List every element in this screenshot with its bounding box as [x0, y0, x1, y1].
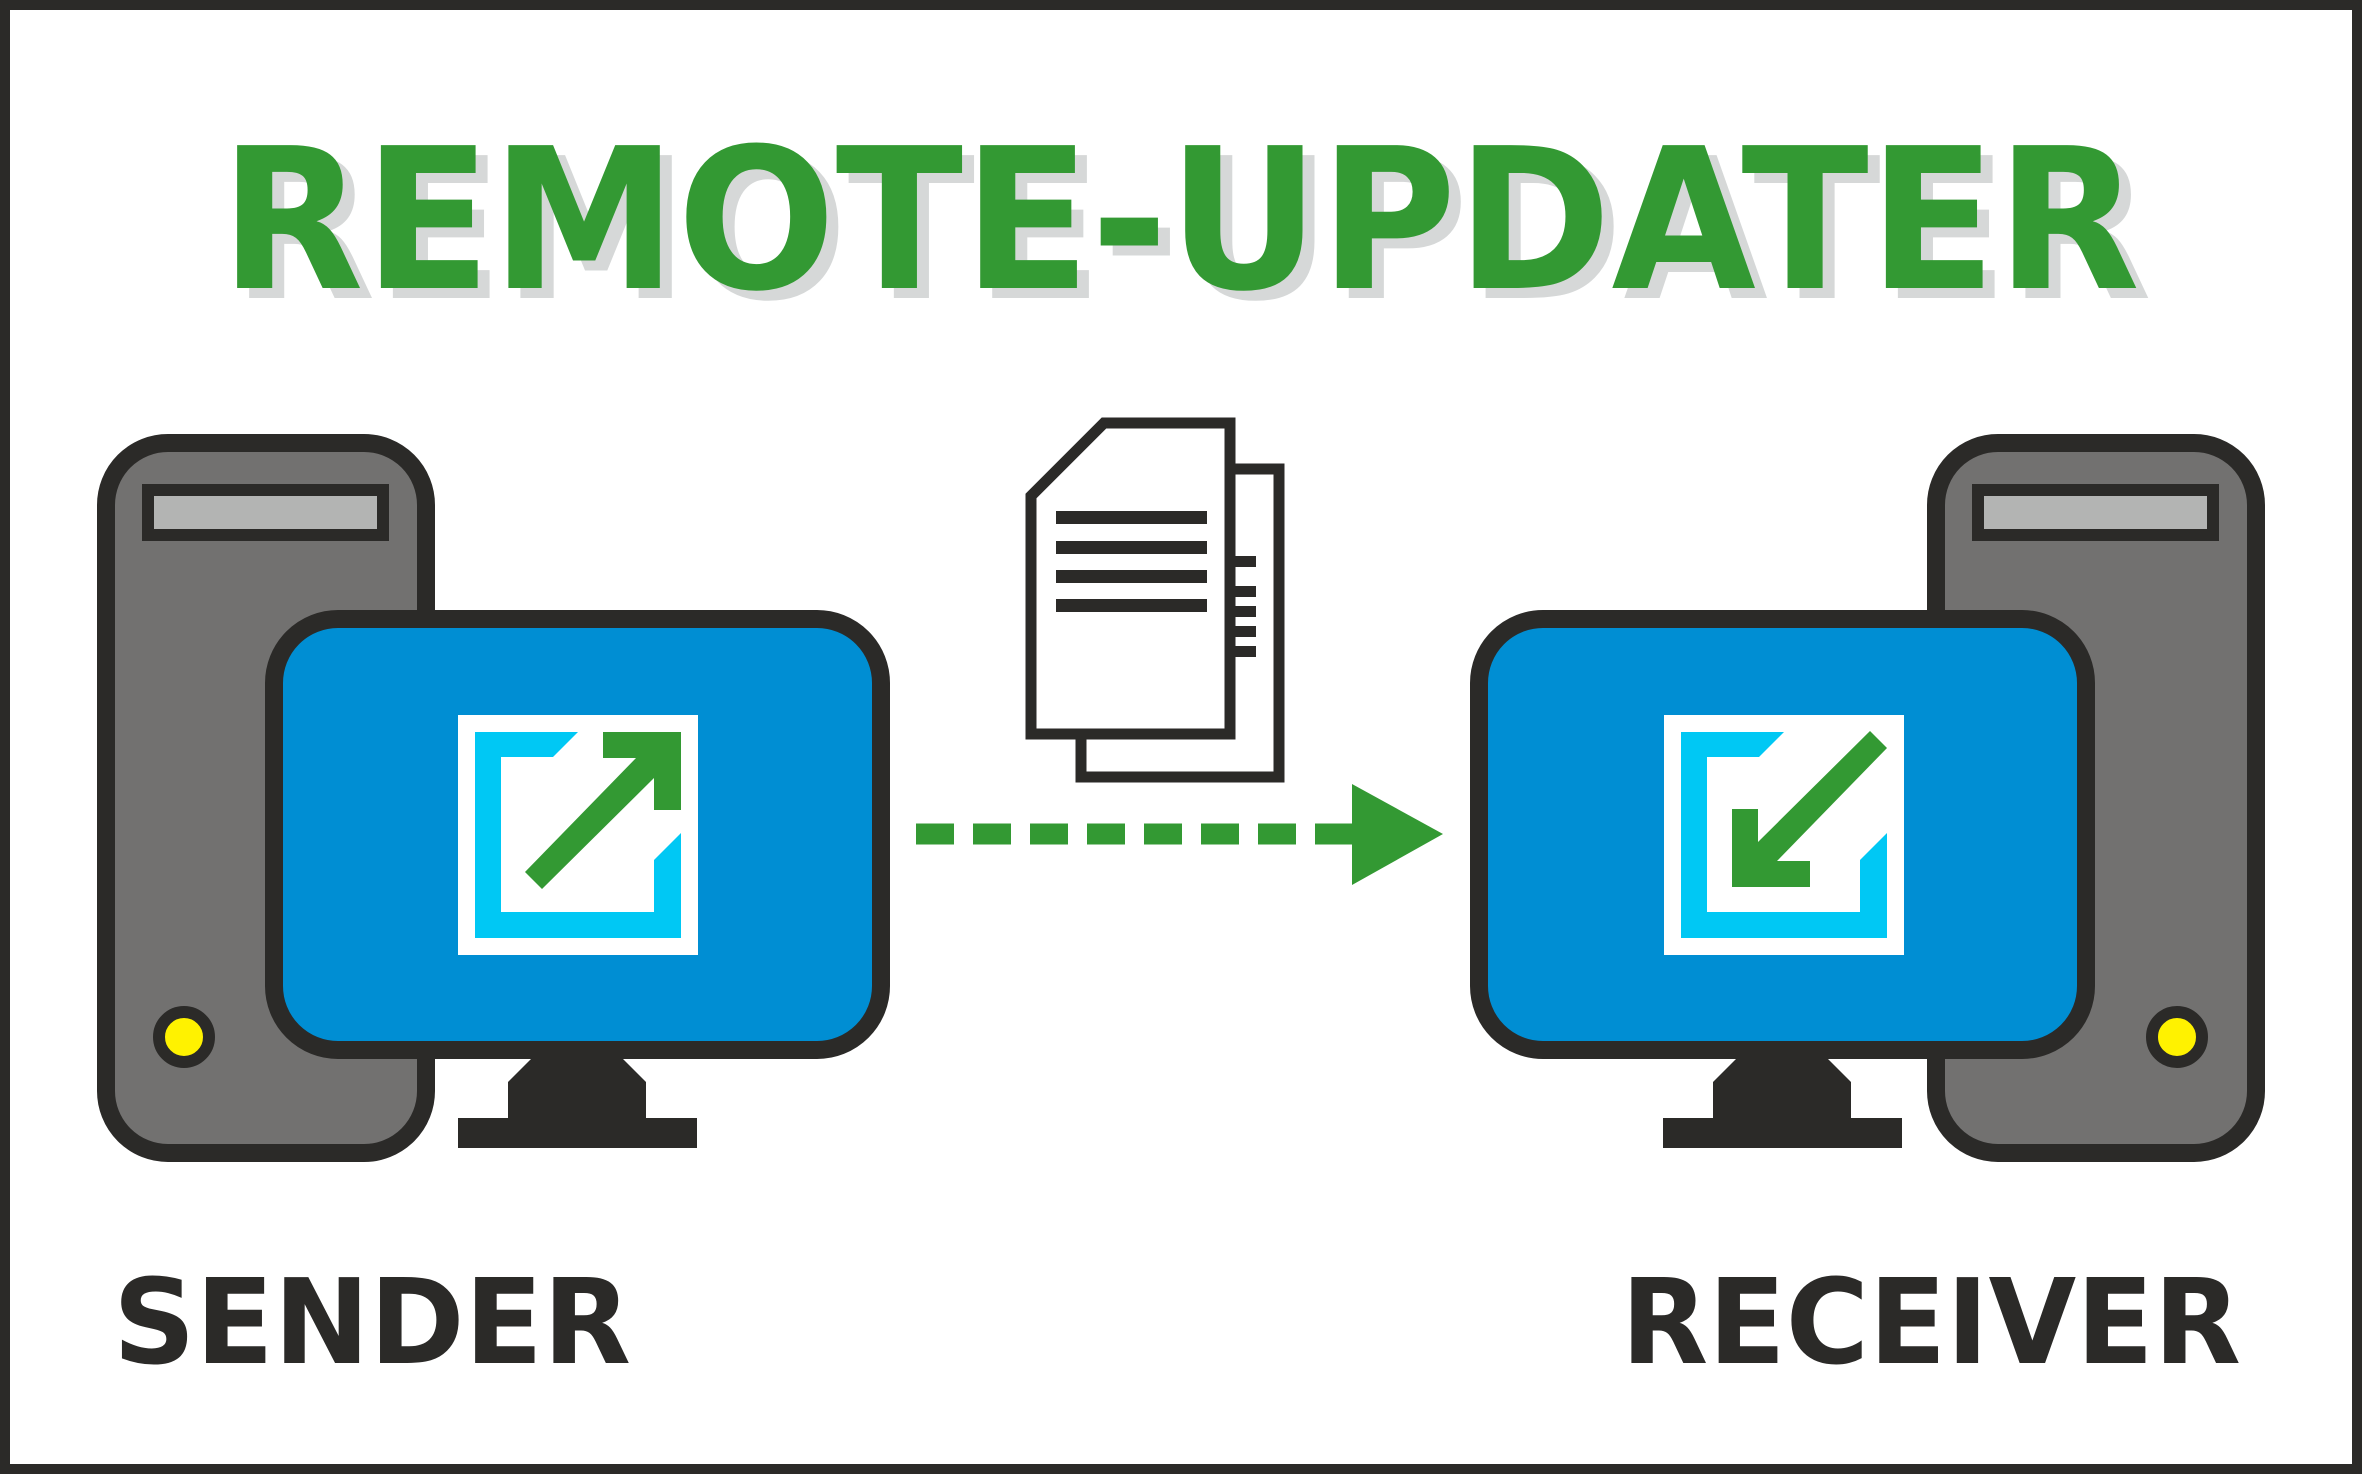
- sender-drive-bay: [142, 484, 389, 541]
- sender-icon-frame: [475, 732, 681, 938]
- sender-monitor-stand: [458, 1040, 697, 1148]
- receiver-power-light: [2146, 1006, 2208, 1068]
- transfer-arrowhead: [1352, 784, 1443, 885]
- import-arrow-icon: [1664, 715, 1904, 955]
- document-text-lines: [1056, 511, 1207, 612]
- document-icon: [1025, 417, 1285, 783]
- receiver-icon-arrow: [1732, 731, 1887, 887]
- receiver-label: RECEIVER: [1621, 1253, 2241, 1391]
- title: REMOTE-UPDATER: [220, 107, 2140, 335]
- title-group: REMOTE-UPDATER REMOTE-UPDATER: [220, 107, 2152, 345]
- sender-computer: [97, 434, 890, 1162]
- receiver-monitor-stand: [1663, 1040, 1902, 1148]
- receiver-computer: [1470, 434, 2265, 1162]
- sender-icon-arrow: [525, 732, 681, 889]
- sender-power-light: [153, 1006, 215, 1068]
- receiver-monitor: [1470, 610, 2095, 1148]
- transfer-arrow: [916, 784, 1443, 885]
- receiver-icon-frame: [1681, 732, 1887, 938]
- document-tabs: [1234, 556, 1256, 657]
- sender-monitor: [265, 610, 890, 1148]
- title-shadow: REMOTE-UPDATER: [232, 117, 2152, 345]
- sender-label: SENDER: [113, 1253, 631, 1391]
- export-arrow-icon: [458, 715, 698, 955]
- receiver-drive-bay: [1972, 484, 2219, 541]
